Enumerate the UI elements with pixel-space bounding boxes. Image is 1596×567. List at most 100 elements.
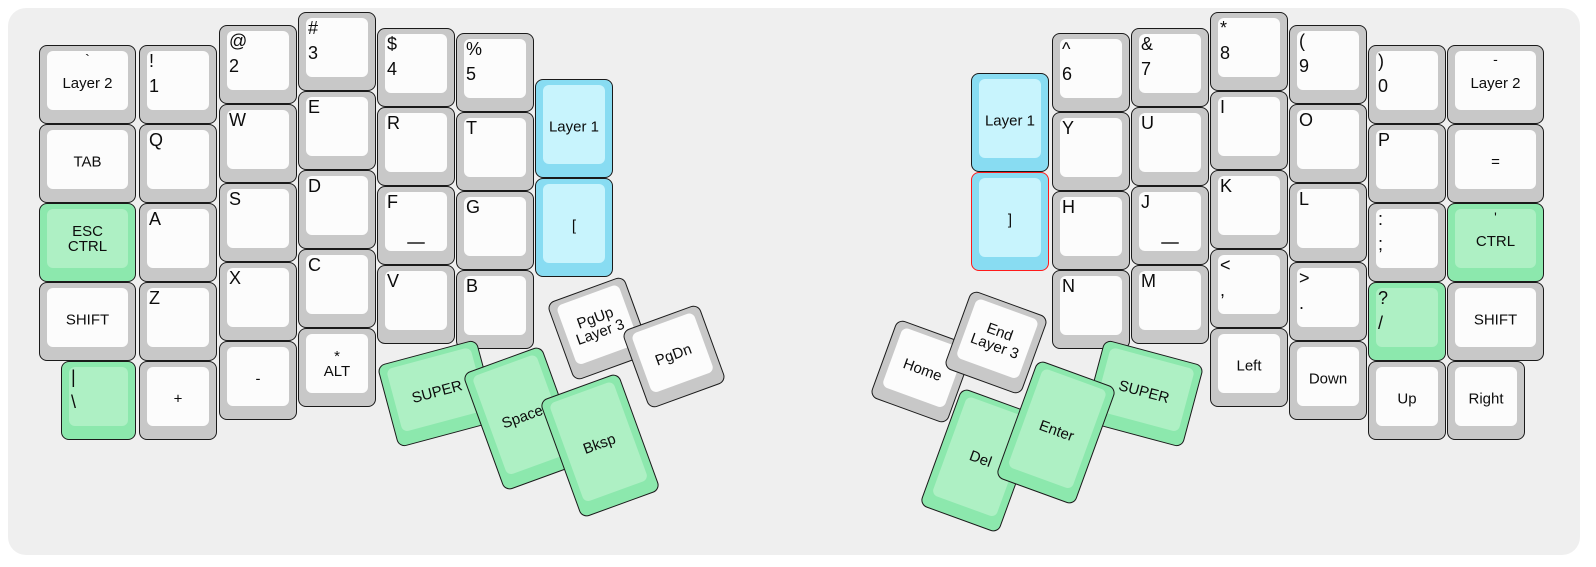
- key-comma-lt[interactable]: <,: [1210, 249, 1288, 328]
- key-left-arrow-cap: [1218, 334, 1280, 393]
- key-w-legend-top: W: [229, 110, 246, 130]
- key-down-arrow-cap: [1297, 347, 1359, 406]
- key-left-arrow[interactable]: Left: [1210, 328, 1288, 407]
- key-1-exclaim-legend-bottom: 1: [149, 76, 160, 96]
- key-8-asterisk[interactable]: *8: [1210, 12, 1288, 91]
- key-e[interactable]: E: [298, 91, 376, 170]
- key-layer1-left-cap: [543, 85, 605, 164]
- key-up-arrow-legend-center: Up: [1397, 390, 1417, 408]
- key-layer1-right[interactable]: Layer 1: [971, 73, 1049, 172]
- key-shift-left-legend-center: SHIFT: [65, 311, 110, 329]
- key-up-arrow[interactable]: Up: [1368, 361, 1446, 440]
- key-7-ampersand[interactable]: &7: [1131, 28, 1209, 107]
- key-l[interactable]: L: [1289, 183, 1367, 262]
- key-equals[interactable]: =: [1447, 124, 1544, 203]
- key-9-paren[interactable]: (9: [1289, 25, 1367, 104]
- key-shift-left[interactable]: SHIFT: [39, 282, 136, 361]
- key-slash-question[interactable]: ?/: [1368, 282, 1446, 361]
- key-pipe-backslash-legend-top: |: [71, 367, 76, 387]
- key-tab[interactable]: TAB: [39, 124, 136, 203]
- key-g[interactable]: G: [456, 191, 534, 270]
- key-m[interactable]: M: [1131, 265, 1209, 344]
- key-r[interactable]: R: [377, 107, 455, 186]
- key-6-caret[interactable]: ^6: [1052, 33, 1130, 112]
- key-quote-ctrl[interactable]: 'CTRL: [1447, 203, 1544, 282]
- key-esc-ctrl[interactable]: ESC CTRL: [39, 203, 136, 282]
- key-u-cap: [1139, 113, 1201, 172]
- key-1-exclaim[interactable]: !1: [139, 45, 217, 124]
- key-q[interactable]: Q: [139, 124, 217, 203]
- key-shift-right-legend-center: SHIFT: [1473, 311, 1518, 329]
- key-layer2-minus[interactable]: -Layer 2: [1447, 45, 1544, 124]
- key-n-cap: [1060, 276, 1122, 335]
- key-4-dollar-legend-bottom: 4: [387, 59, 398, 79]
- key-6-caret-legend-top: ^: [1062, 39, 1071, 59]
- key-o[interactable]: O: [1289, 104, 1367, 183]
- key-6-caret-legend-bottom: 6: [1062, 64, 1073, 84]
- key-x[interactable]: X: [219, 262, 297, 341]
- key-bracket-left[interactable]: [: [535, 178, 613, 277]
- key-f[interactable]: F: [377, 186, 455, 265]
- key-semicolon-colon[interactable]: :;: [1368, 203, 1446, 282]
- key-0-paren[interactable]: )0: [1368, 45, 1446, 124]
- key-2-at-cap: [227, 31, 289, 90]
- key-i[interactable]: I: [1210, 91, 1288, 170]
- key-alt[interactable]: * ALT: [298, 328, 376, 407]
- key-y-cap: [1060, 118, 1122, 177]
- key-layer2-grave-legend-top: `: [85, 51, 90, 67]
- key-m-legend-top: M: [1141, 271, 1156, 291]
- key-y[interactable]: Y: [1052, 112, 1130, 191]
- key-layer2-grave-legend-center: Layer 2: [62, 75, 113, 93]
- key-layer1-left[interactable]: Layer 1: [535, 79, 613, 178]
- key-h[interactable]: H: [1052, 191, 1130, 270]
- key-6-caret-cap: [1060, 39, 1122, 98]
- key-down-arrow[interactable]: Down: [1289, 341, 1367, 420]
- key-period-gt[interactable]: >.: [1289, 262, 1367, 341]
- key-equals-cap: [1455, 130, 1536, 189]
- key-m-cap: [1139, 271, 1201, 330]
- key-u[interactable]: U: [1131, 107, 1209, 186]
- key-3-hash[interactable]: #3: [298, 12, 376, 91]
- key-e-legend-top: E: [308, 97, 321, 117]
- key-0-paren-legend-bottom: 0: [1378, 76, 1389, 96]
- key-b[interactable]: B: [456, 270, 534, 349]
- key-a-legend-top: A: [149, 209, 162, 229]
- key-shift-right-cap: [1455, 288, 1536, 347]
- key-z[interactable]: Z: [139, 282, 217, 361]
- key-k-cap: [1218, 176, 1280, 235]
- key-t-cap: [464, 118, 526, 177]
- key-comma-lt-legend-top: <: [1220, 255, 1231, 275]
- key-d[interactable]: D: [298, 170, 376, 249]
- key-k[interactable]: K: [1210, 170, 1288, 249]
- key-c[interactable]: C: [298, 249, 376, 328]
- key-right-arrow-cap: [1455, 367, 1517, 426]
- key-semicolon-colon-legend-top: :: [1378, 209, 1384, 229]
- key-b-legend-top: B: [466, 276, 479, 296]
- key-r-cap: [385, 113, 447, 172]
- key-j[interactable]: J: [1131, 186, 1209, 265]
- key-shift-right[interactable]: SHIFT: [1447, 282, 1544, 361]
- key-a[interactable]: A: [139, 203, 217, 282]
- key-w[interactable]: W: [219, 104, 297, 183]
- key-7-ampersand-legend-top: &: [1141, 34, 1154, 54]
- key-p-cap: [1376, 130, 1438, 189]
- key-n[interactable]: N: [1052, 270, 1130, 349]
- key-8-asterisk-legend-bottom: 8: [1220, 43, 1231, 63]
- key-r-legend-top: R: [387, 113, 400, 133]
- key-bracket-right[interactable]: ]: [971, 172, 1049, 271]
- key-minus[interactable]: -: [219, 341, 297, 420]
- key-equals-legend-center: =: [1491, 153, 1500, 171]
- key-t[interactable]: T: [456, 112, 534, 191]
- key-2-at[interactable]: @2: [219, 25, 297, 104]
- key-s[interactable]: S: [219, 183, 297, 262]
- key-p[interactable]: P: [1368, 124, 1446, 203]
- key-pipe-backslash[interactable]: |\: [61, 361, 136, 440]
- key-right-arrow[interactable]: Right: [1447, 361, 1525, 440]
- key-4-dollar[interactable]: $4: [377, 28, 455, 107]
- key-plus[interactable]: +: [139, 361, 217, 440]
- key-5-percent[interactable]: %5: [456, 33, 534, 112]
- key-v[interactable]: V: [377, 265, 455, 344]
- key-layer2-grave[interactable]: ` Layer 2: [39, 45, 136, 124]
- key-3-hash-cap: [306, 18, 368, 77]
- key-5-percent-cap: [464, 39, 526, 98]
